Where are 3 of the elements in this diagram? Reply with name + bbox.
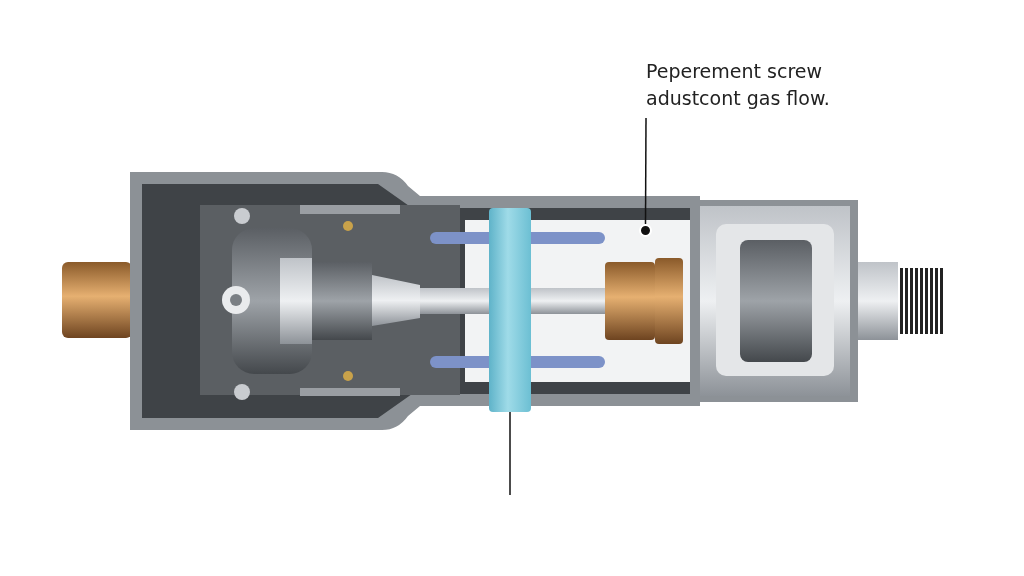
leader-line bbox=[509, 411, 511, 496]
callout-text: Peperement screw adustcont gas flow. bbox=[646, 59, 831, 111]
leader-line bbox=[644, 117, 647, 225]
